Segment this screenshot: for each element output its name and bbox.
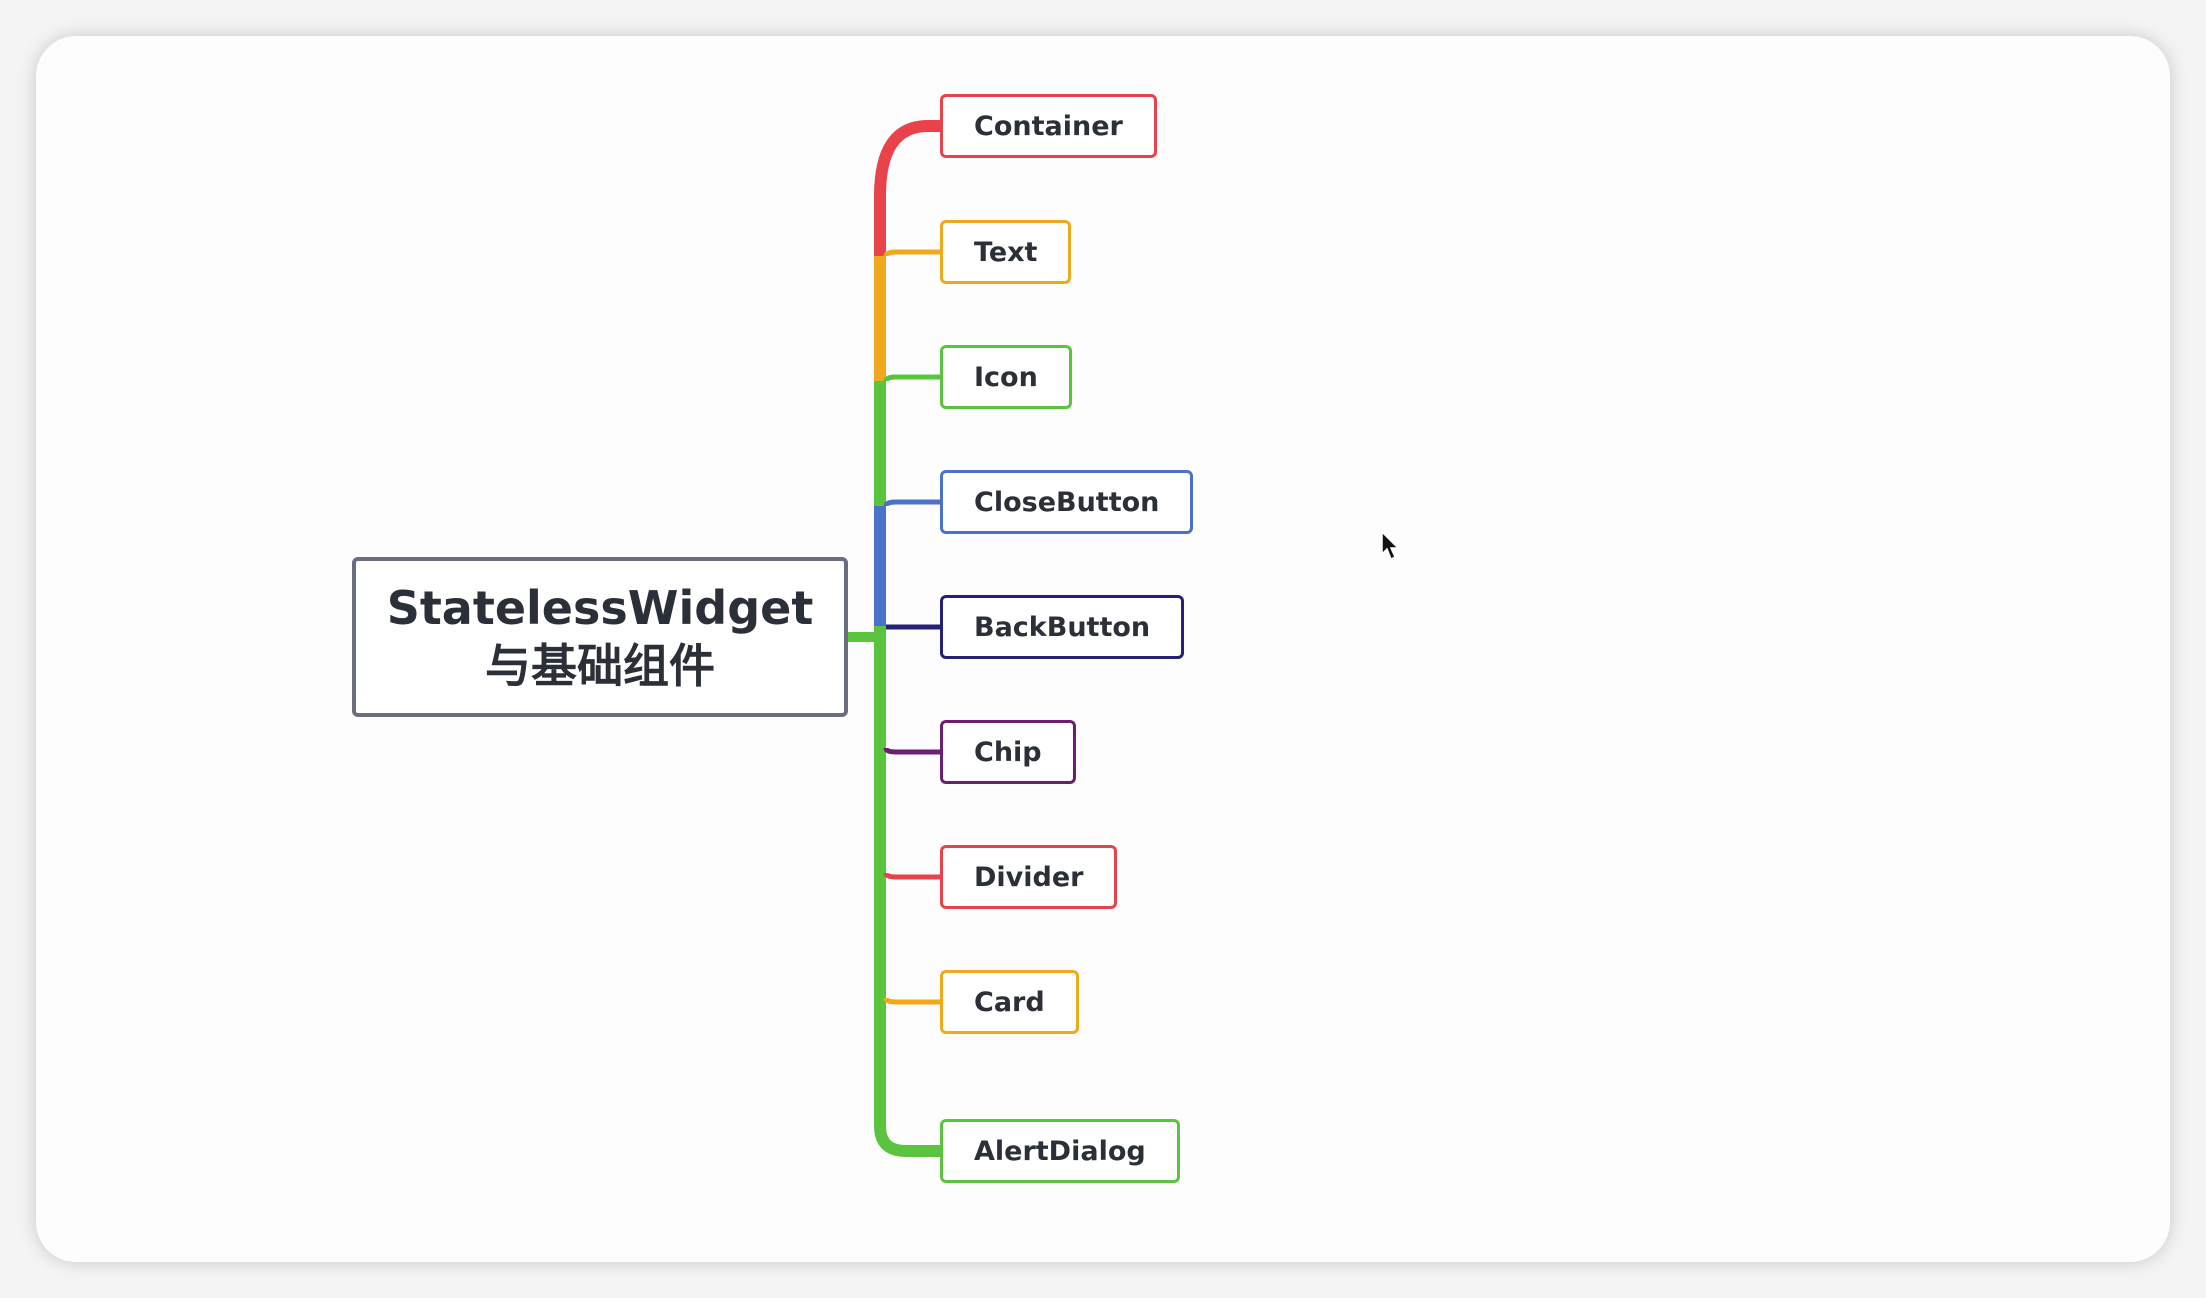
root-node-subtitle: 与基础组件 — [485, 639, 715, 693]
mouse-cursor-icon — [1381, 530, 1400, 561]
node-label: CloseButton — [974, 486, 1160, 518]
root-node-title: StatelessWidget — [386, 581, 814, 635]
node-label: Divider — [974, 861, 1084, 893]
node-divider[interactable]: Divider — [940, 845, 1118, 909]
node-closebutton[interactable]: CloseButton — [940, 470, 1194, 534]
node-label: BackButton — [974, 611, 1151, 643]
node-label: Icon — [974, 361, 1038, 393]
node-alertdialog[interactable]: AlertDialog — [940, 1119, 1180, 1183]
node-label: Container — [974, 110, 1123, 142]
node-label: AlertDialog — [974, 1135, 1146, 1167]
branch-text — [883, 249, 940, 257]
root-node[interactable]: StatelessWidget 与基础组件 — [352, 557, 848, 717]
node-chip[interactable]: Chip — [940, 720, 1076, 784]
node-label: Chip — [974, 736, 1042, 768]
branch-closebutton — [883, 499, 940, 507]
node-card[interactable]: Card — [940, 970, 1079, 1034]
node-container[interactable]: Container — [940, 94, 1157, 158]
trunk-segment-green-lower — [874, 626, 940, 1157]
node-label: Card — [974, 986, 1045, 1018]
node-text[interactable]: Text — [940, 220, 1072, 284]
branch-icon — [883, 374, 940, 382]
node-icon[interactable]: Icon — [940, 345, 1072, 409]
connector-lines — [848, 120, 940, 1157]
node-label: Text — [974, 236, 1038, 268]
branch-card — [883, 997, 940, 1005]
node-backbutton[interactable]: BackButton — [940, 595, 1185, 659]
branch-divider — [883, 872, 940, 880]
mindmap-canvas: StatelessWidget 与基础组件 Container Text Ico… — [36, 36, 2170, 1262]
branch-chip — [883, 747, 940, 755]
trunk-segment-red — [874, 120, 940, 256]
